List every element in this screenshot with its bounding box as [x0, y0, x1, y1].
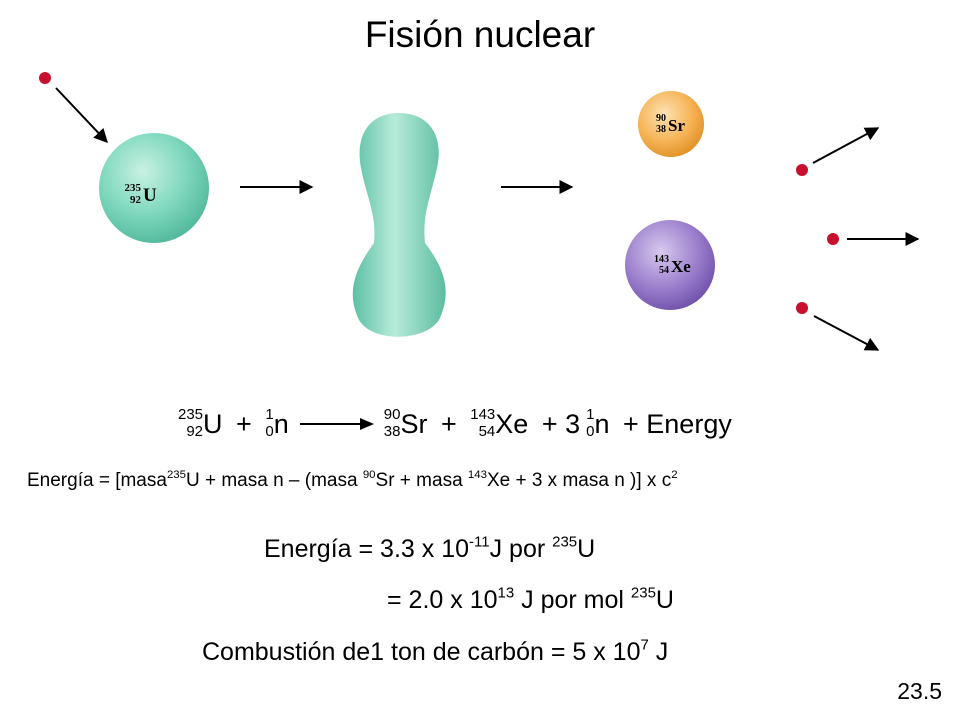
plus-sign: +: [440, 409, 457, 439]
svg-text:38: 38: [656, 124, 666, 135]
three-neutrons-coefficient: + 3: [541, 409, 581, 439]
incoming-neutron: [39, 72, 51, 84]
released-arrow-3: [813, 315, 880, 351]
svg-text:Sr: Sr: [668, 116, 685, 135]
xenon-nucleus: 143 54 Xe: [625, 220, 715, 310]
svg-text:143: 143: [654, 254, 669, 265]
svg-text:235: 235: [125, 182, 142, 194]
energy-per-mol: = 2.0 x 1013 J por mol 235U: [387, 584, 674, 615]
deformed-nucleus: [352, 113, 446, 337]
slide-number: 23.5: [897, 678, 942, 704]
svg-text:92: 92: [130, 194, 142, 206]
svg-text:90: 90: [656, 113, 666, 124]
svg-text:Xe: Xe: [671, 257, 691, 276]
page-title: Fisión nuclear: [364, 14, 596, 55]
energy-formula: Energía = [masa235U + masa n – (masa 90S…: [27, 469, 678, 491]
coal-combustion-comparison: Combustión de1 ton de carbón = 5 x 107 J: [202, 636, 669, 667]
fission-illustration: 235 92 U 90 38 Sr 143 54 Xe: [39, 72, 920, 351]
plus-sign: +: [236, 409, 252, 439]
strontium-nucleus: 90 38 Sr: [638, 91, 704, 157]
released-neutron-2: [827, 233, 839, 245]
incoming-arrow: [55, 87, 108, 144]
reaction-arrow-icon: [296, 404, 376, 444]
svg-text:U: U: [143, 185, 157, 206]
released-neutron-3: [796, 302, 808, 314]
released-neutron-1: [796, 164, 808, 176]
energy-term: + Energy: [623, 409, 732, 439]
svg-text:54: 54: [659, 265, 669, 276]
energy-per-atom: Energía = 3.3 x 10-11J por 235U: [264, 533, 596, 564]
released-arrow-1: [812, 127, 880, 164]
uranium-nucleus: 235 92 U: [99, 133, 209, 243]
